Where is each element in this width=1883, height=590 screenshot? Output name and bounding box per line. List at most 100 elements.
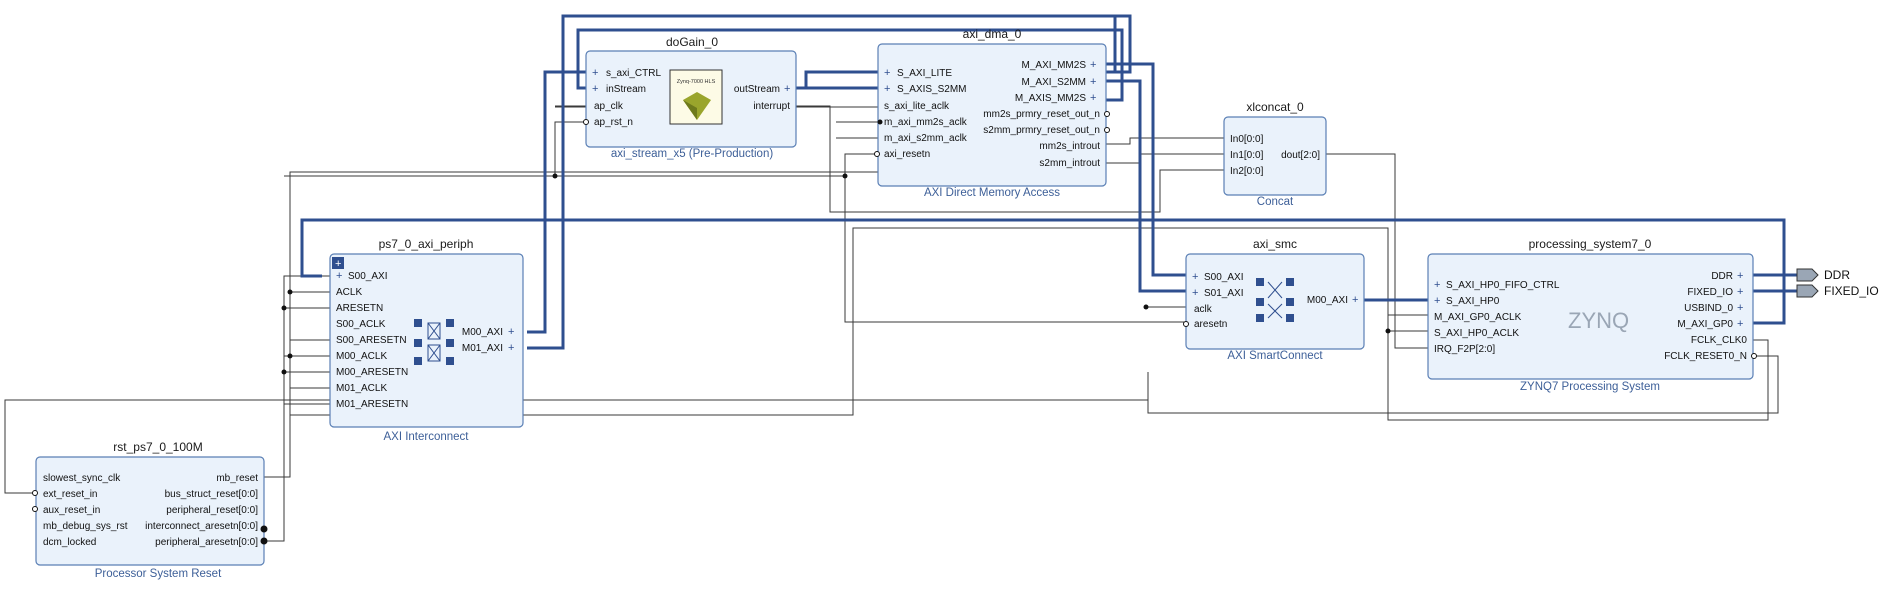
external-port-fixed-io[interactable]: FIXED_IO: [1796, 284, 1879, 298]
port-usbind-0[interactable]: USBIND_0: [1684, 303, 1733, 314]
port-s-axi-ctrl[interactable]: s_axi_CTRL: [606, 68, 661, 79]
expand-plus-icon[interactable]: +: [1434, 295, 1440, 307]
port-fclk-clk0[interactable]: FCLK_CLK0: [1691, 335, 1748, 346]
expand-plus-icon[interactable]: +: [508, 326, 514, 338]
port-m00-axi[interactable]: M00_AXI: [1307, 295, 1348, 306]
port-s2mm-introut[interactable]: s2mm_introut: [1039, 158, 1100, 169]
expand-plus-icon[interactable]: +: [1434, 279, 1440, 291]
expand-hierarchy-icon[interactable]: [332, 257, 344, 269]
port-m00-aresetn[interactable]: M00_ARESETN: [336, 367, 408, 378]
port-instream[interactable]: inStream: [606, 84, 646, 95]
block-zynq-ps7[interactable]: processing_system7_0 ZYNQ7 Processing Sy…: [1427, 237, 1757, 393]
port-aclk[interactable]: ACLK: [336, 287, 362, 298]
block-body[interactable]: [1223, 116, 1327, 196]
port-s00-aclk[interactable]: S00_ACLK: [336, 319, 386, 330]
port-s00-axi[interactable]: S00_AXI: [1204, 272, 1243, 283]
port-aresetn[interactable]: ARESETN: [336, 303, 383, 314]
port-fixed-io[interactable]: FIXED_IO: [1687, 287, 1733, 298]
port-aclk[interactable]: aclk: [1194, 304, 1213, 315]
block-body[interactable]: [1185, 253, 1365, 350]
block-xlconcat[interactable]: xlconcat_0 Concat In0[0:0] In1[0:0] In2[…: [1223, 100, 1327, 208]
port-dcm-locked[interactable]: dcm_locked: [43, 537, 96, 548]
port-outstream[interactable]: outStream: [734, 84, 780, 95]
net-fclk-reset0-n[interactable]: [4, 355, 1779, 494]
expand-plus-icon[interactable]: +: [1090, 76, 1096, 88]
block-body[interactable]: [1427, 253, 1754, 380]
net-peripheral-aresetn[interactable]: [264, 275, 330, 542]
net-dogain-interrupt[interactable]: [796, 105, 1224, 213]
block-axi-smartconnect[interactable]: axi_smc AXI SmartConnect + + S00_AXI S01…: [1183, 237, 1365, 362]
port-irq-f2p[interactable]: IRQ_F2P[2:0]: [1434, 344, 1495, 355]
expand-plus-icon[interactable]: +: [1192, 287, 1198, 299]
expand-plus-icon[interactable]: +: [884, 67, 890, 79]
expand-plus-icon[interactable]: +: [1737, 286, 1743, 298]
bus-dma-mm2s-to-smc-s00[interactable]: [1106, 62, 1186, 277]
port-m-axi-mm2s[interactable]: M_AXI_MM2S: [1022, 60, 1087, 71]
port-mm2s-introut[interactable]: mm2s_introut: [1039, 141, 1100, 152]
port-m-axi-mm2s-aclk[interactable]: m_axi_mm2s_aclk: [884, 117, 968, 128]
expand-plus-icon[interactable]: +: [1737, 302, 1743, 314]
port-m-axi-gp0-aclk[interactable]: M_AXI_GP0_ACLK: [1434, 312, 1522, 323]
port-m01-axi[interactable]: M01_AXI: [462, 343, 503, 354]
block-body[interactable]: [329, 253, 524, 428]
port-in1[interactable]: In1[0:0]: [1230, 150, 1264, 161]
port-ddr[interactable]: DDR: [1711, 271, 1733, 282]
external-port-ddr[interactable]: DDR: [1796, 268, 1850, 282]
port-aux-reset-in[interactable]: aux_reset_in: [43, 505, 100, 516]
port-mb-debug-sys-rst[interactable]: mb_debug_sys_rst: [43, 521, 128, 532]
expand-plus-icon[interactable]: +: [592, 67, 598, 79]
port-mm2s-prmry-reset-out-n[interactable]: mm2s_prmry_reset_out_n: [983, 109, 1100, 120]
port-slowest-sync-clk[interactable]: slowest_sync_clk: [43, 473, 121, 484]
expand-plus-icon[interactable]: +: [1737, 270, 1743, 282]
expand-plus-icon[interactable]: +: [1352, 294, 1358, 306]
expand-plus-icon[interactable]: +: [592, 83, 598, 95]
port-s-axis-s2mm[interactable]: S_AXIS_S2MM: [897, 84, 966, 95]
bus-m00-axi-to-dogain-ctrl[interactable]: [527, 70, 586, 334]
port-s-axi-hp0-aclk[interactable]: S_AXI_HP0_ACLK: [1434, 328, 1519, 339]
expand-plus-icon[interactable]: +: [1090, 92, 1096, 104]
expand-plus-icon[interactable]: +: [884, 83, 890, 95]
port-s-axi-lite[interactable]: S_AXI_LITE: [897, 68, 952, 79]
port-ap-clk[interactable]: ap_clk: [594, 101, 624, 112]
port-in0[interactable]: In0[0:0]: [1230, 134, 1264, 145]
port-axi-resetn[interactable]: axi_resetn: [884, 149, 930, 160]
net-s2mm-introut[interactable]: [1106, 153, 1224, 164]
port-s01-axi[interactable]: S01_AXI: [1204, 288, 1243, 299]
port-in2[interactable]: In2[0:0]: [1230, 166, 1264, 177]
port-m01-aresetn[interactable]: M01_ARESETN: [336, 399, 408, 410]
block-proc-sys-reset[interactable]: rst_ps7_0_100M Processor System Reset sl…: [32, 440, 265, 580]
port-m-axi-gp0[interactable]: M_AXI_GP0: [1677, 319, 1733, 330]
port-mb-reset[interactable]: mb_reset: [216, 473, 258, 484]
port-s2mm-prmry-reset-out-n[interactable]: s2mm_prmry_reset_out_n: [983, 125, 1100, 136]
port-s00-aresetn[interactable]: S00_ARESETN: [336, 335, 407, 346]
block-axi-interconnect[interactable]: ps7_0_axi_periph + AXI Interconnect + S0…: [329, 237, 524, 443]
expand-plus-icon[interactable]: +: [1737, 318, 1743, 330]
port-m-axis-mm2s[interactable]: M_AXIS_MM2S: [1015, 93, 1086, 104]
expand-plus-icon[interactable]: +: [1090, 59, 1096, 71]
port-interconnect-aresetn[interactable]: interconnect_aresetn[0:0]: [145, 521, 258, 532]
port-ap-rst-n[interactable]: ap_rst_n: [594, 117, 633, 128]
expand-plus-icon[interactable]: +: [336, 270, 342, 282]
net-concat-dout[interactable]: [1326, 153, 1428, 349]
port-m00-aclk[interactable]: M00_ACLK: [336, 351, 387, 362]
block-axi-dma[interactable]: axi_dma_0 AXI Direct Memory Access + + S…: [874, 27, 1110, 199]
bus-ps7-gp0-to-periph-s00[interactable]: [300, 218, 1786, 325]
port-bus-struct-reset[interactable]: bus_struct_reset[0:0]: [165, 489, 259, 500]
port-peripheral-reset[interactable]: peripheral_reset[0:0]: [166, 505, 258, 516]
port-s-axi-lite-aclk[interactable]: s_axi_lite_aclk: [884, 101, 950, 112]
expand-plus-icon[interactable]: +: [784, 83, 790, 95]
port-ext-reset-in[interactable]: ext_reset_in: [43, 489, 97, 500]
port-aresetn[interactable]: aresetn: [1194, 319, 1227, 330]
port-m-axi-s2mm[interactable]: M_AXI_S2MM: [1022, 77, 1086, 88]
port-dout[interactable]: dout[2:0]: [1281, 150, 1320, 161]
port-peripheral-aresetn[interactable]: peripheral_aresetn[0:0]: [155, 537, 258, 548]
block-dogain[interactable]: doGain_0 Zynq-7000 HLS axi_stream_x5 (Pr…: [583, 35, 797, 160]
port-fclk-reset0-n[interactable]: FCLK_RESET0_N: [1664, 351, 1747, 362]
port-s00-axi[interactable]: S00_AXI: [348, 271, 387, 282]
port-s-axi-hp0[interactable]: S_AXI_HP0: [1446, 296, 1500, 307]
expand-plus-icon[interactable]: +: [508, 342, 514, 354]
port-m01-aclk[interactable]: M01_ACLK: [336, 383, 387, 394]
port-m-axi-s2mm-aclk[interactable]: m_axi_s2mm_aclk: [884, 133, 968, 144]
port-m00-axi[interactable]: M00_AXI: [462, 327, 503, 338]
